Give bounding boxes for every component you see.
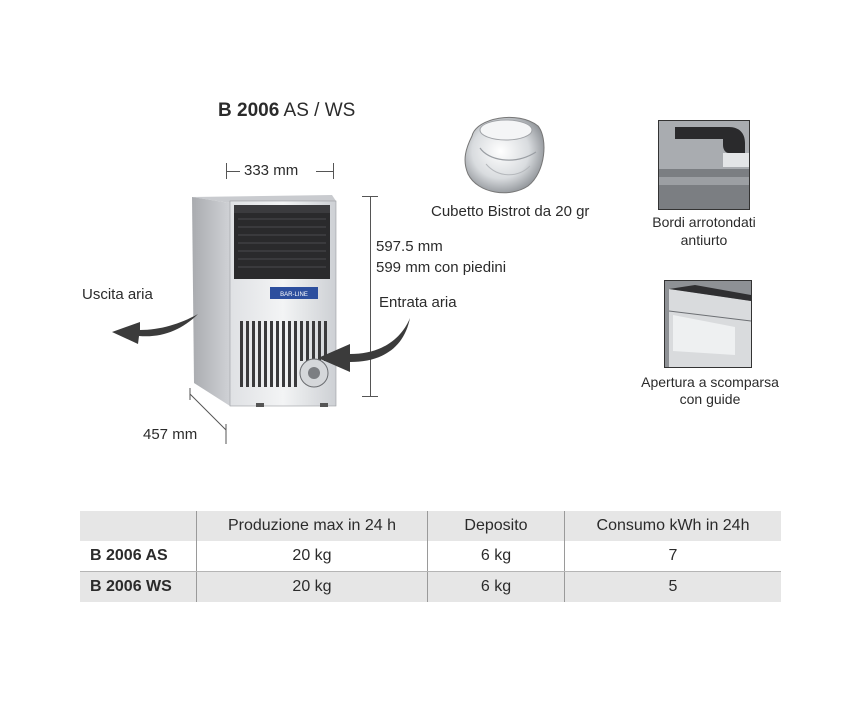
rounded-edges-caption-2: antiurto: [680, 232, 728, 248]
ice-machine-image: BAR-LINE: [192, 195, 337, 407]
table-header-production: Produzione max in 24 h: [196, 511, 428, 541]
air-out-label: Uscita aria: [82, 286, 153, 303]
retractable-door-image: [664, 280, 752, 368]
rounded-edges-caption: Bordi arrotondati: [652, 214, 756, 230]
air-in-arrow-icon: [318, 318, 410, 372]
height-label-feet: 599 mm con piedini: [376, 259, 507, 276]
width-line-right: [316, 171, 333, 172]
height-label: 597.5 mm: [376, 238, 443, 255]
product-title: B 2006 AS / WS: [218, 100, 355, 122]
height-line: [370, 196, 371, 396]
air-out-arrow-icon: [112, 314, 198, 344]
table-cell-storage: 6 kg: [427, 541, 565, 572]
table-header-storage: Deposito: [427, 511, 565, 541]
retractable-door-caption: Apertura a scomparsa: [641, 374, 779, 390]
height-tick-bottom: [362, 396, 378, 397]
spec-table: Produzione max in 24 h Deposito Consumo …: [80, 511, 781, 602]
table-row: B 2006 WS 20 kg 6 kg 5: [80, 571, 781, 602]
brand-plate: BAR-LINE: [280, 292, 308, 298]
table-cell-model: B 2006 AS: [80, 541, 197, 572]
table-header-consumption: Consumo kWh in 24h: [564, 511, 781, 541]
product-model: B 2006: [218, 100, 280, 121]
ice-cube-image: [464, 116, 545, 194]
width-label: 333 mm: [244, 162, 299, 179]
retractable-door-caption-2: con guide: [679, 391, 741, 407]
ice-cube-caption: Cubetto Bistrot da 20 gr: [431, 203, 590, 220]
table-cell-consumption: 5: [564, 571, 781, 602]
table-header-model: [80, 511, 197, 541]
table-cell-production: 20 kg: [196, 541, 428, 572]
table-cell-consumption: 7: [564, 541, 781, 572]
table-cell-model: B 2006 WS: [80, 571, 197, 602]
air-in-label: Entrata aria: [379, 294, 457, 311]
rounded-edges-image: [658, 120, 750, 210]
width-line-left: [226, 171, 240, 172]
table-cell-production: 20 kg: [196, 571, 428, 602]
width-tick-right: [333, 163, 334, 179]
table-header-row: Produzione max in 24 h Deposito Consumo …: [80, 511, 781, 541]
product-variants: AS / WS: [283, 100, 356, 121]
depth-dimension-lines: [189, 388, 227, 444]
depth-label: 457 mm: [143, 426, 198, 443]
table-row: B 2006 AS 20 kg 6 kg 7: [80, 541, 781, 572]
table-cell-storage: 6 kg: [427, 571, 565, 602]
